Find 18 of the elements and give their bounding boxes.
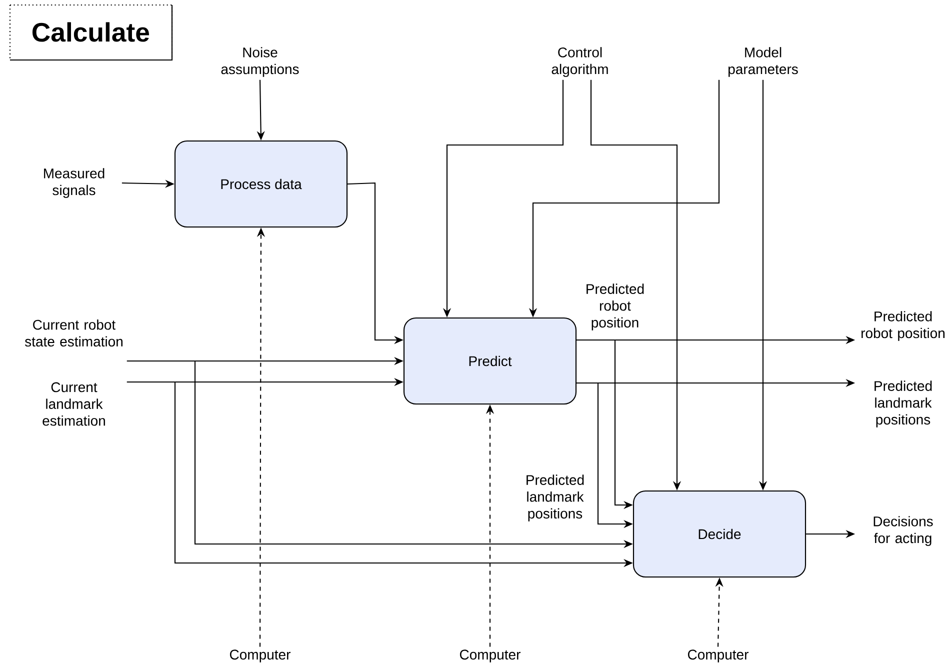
edge-label: Predicted landmark positions xyxy=(526,474,584,522)
process-box: Decide xyxy=(632,490,806,578)
text-label: Noise assumptions xyxy=(221,47,299,77)
text-label: Predicted landmark positions xyxy=(874,380,932,428)
text-label: Computer xyxy=(230,650,290,662)
text-label: Current robot state estimation xyxy=(25,319,122,347)
edge-label: Predicted robot position xyxy=(586,284,644,330)
text-label: Control algorithm xyxy=(552,47,608,77)
process-box: Process data xyxy=(174,140,348,228)
text-label: Computer xyxy=(460,650,520,662)
text-label: Computer xyxy=(688,650,748,662)
text-label: Measured signals xyxy=(44,168,104,198)
text-label: Predicted robot position xyxy=(862,311,944,341)
process-box: Predict xyxy=(403,317,577,405)
text-label: Current landmark estimation xyxy=(42,382,105,426)
text-label: Decisions for acting xyxy=(874,516,933,546)
title-box: Calculate xyxy=(9,4,173,61)
text-label: Model parameters xyxy=(728,47,798,77)
